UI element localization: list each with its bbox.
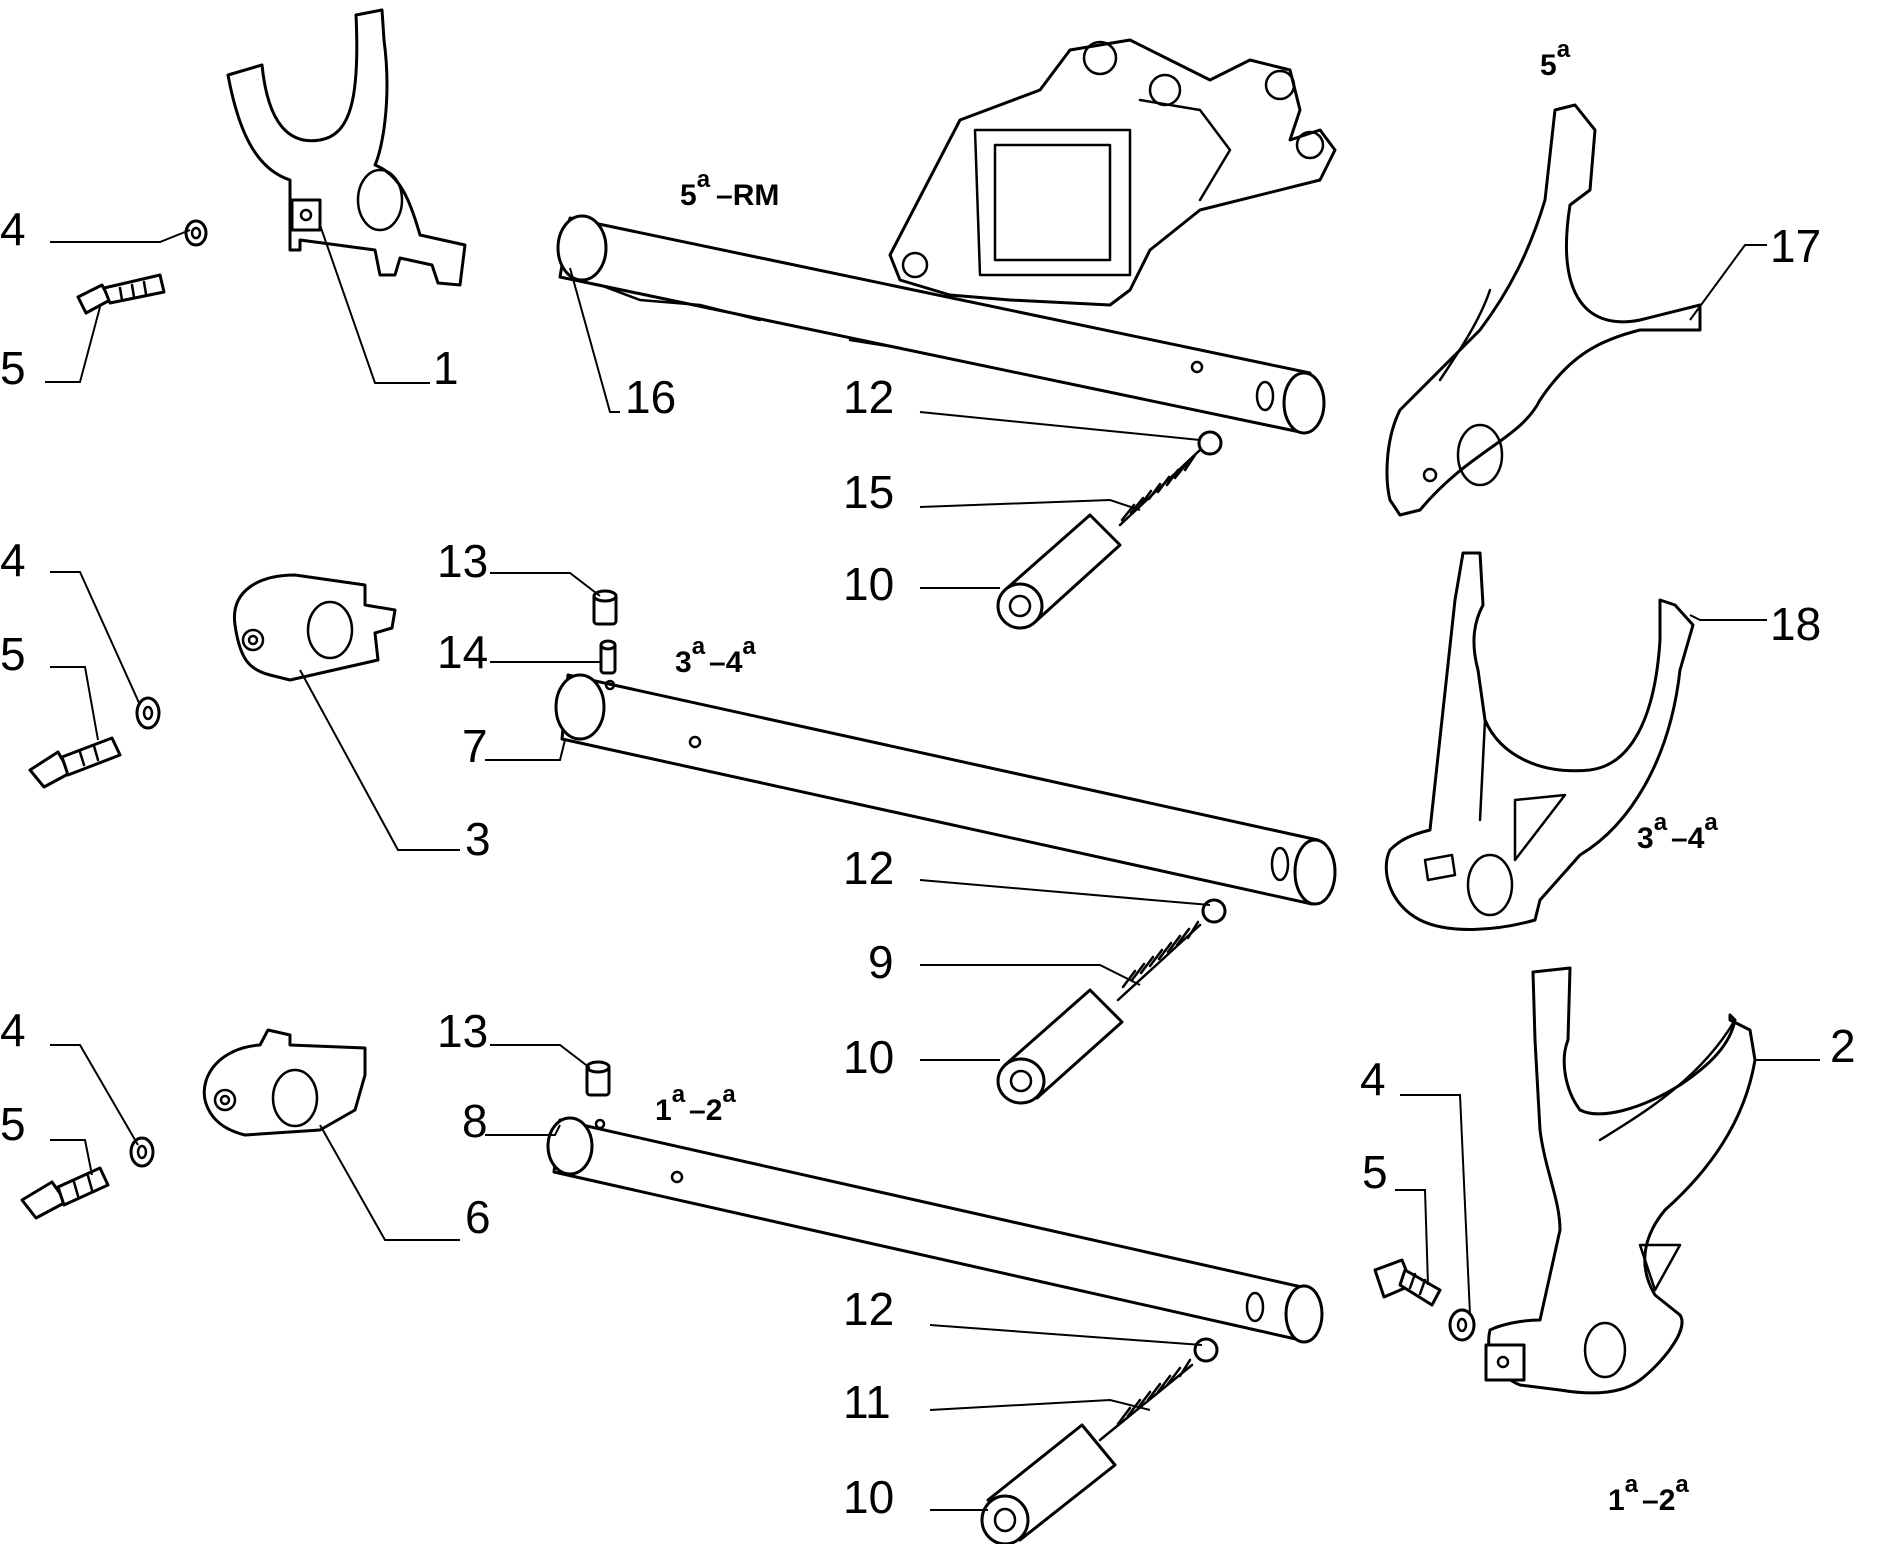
callout-5: 5 — [0, 628, 26, 680]
callout-2: 2 — [1830, 1020, 1856, 1072]
bolt-part-5-middle — [28, 736, 122, 789]
callout-13: 13 — [437, 1005, 488, 1057]
bolt-part-5-bottom-right — [1373, 1258, 1442, 1307]
gear-label-3-4-fork: 3a–4a — [1637, 809, 1718, 855]
plunger-part-10-bottom — [980, 1423, 1117, 1544]
pin-part-13-top — [592, 589, 618, 626]
callout-6: 6 — [465, 1191, 491, 1243]
gear-label-5-rm: 5a–RM — [680, 166, 779, 212]
pin-part-13-bottom — [585, 1060, 611, 1097]
callout-5: 5 — [0, 342, 26, 394]
gear-label-5: 5a — [1540, 36, 1571, 82]
gear-label-1-2-fork: 1a–2a — [1608, 1471, 1689, 1517]
callout-10: 10 — [843, 1471, 894, 1523]
callout-4: 4 — [0, 203, 26, 255]
callout-16: 16 — [625, 371, 676, 423]
callout-8: 8 — [462, 1095, 488, 1147]
callout-13: 13 — [437, 535, 488, 587]
gear-label-3-4-shaft: 3a–4a — [675, 633, 756, 679]
callout-11: 11 — [843, 1376, 891, 1428]
shift-fork-part-1 — [226, 8, 467, 287]
detent-ball-part-12-middle — [1201, 898, 1227, 924]
washer-part-4-top — [184, 219, 208, 247]
detent-ball-part-12-bottom — [1193, 1337, 1219, 1363]
pin-part-14 — [599, 639, 617, 675]
shift-block-part-3 — [232, 573, 397, 682]
selector-rod-part-8 — [546, 1116, 1324, 1344]
callout-18: 18 — [1770, 598, 1821, 650]
callout-12: 12 — [843, 371, 894, 423]
selector-rod-part-16 — [556, 214, 1326, 435]
shift-fork-part-18 — [1384, 551, 1695, 931]
plunger-part-10-top — [996, 513, 1122, 630]
callout-14: 14 — [437, 626, 488, 678]
callout-10: 10 — [843, 1031, 894, 1083]
callout-3: 3 — [465, 813, 491, 865]
callout-15: 15 — [843, 466, 894, 518]
callout-4: 4 — [1360, 1053, 1386, 1105]
callout-17: 17 — [1770, 220, 1821, 272]
washer-part-4-bottom-right — [1448, 1308, 1476, 1342]
callout-5: 5 — [0, 1098, 26, 1150]
shift-fork-part-2 — [1484, 966, 1757, 1395]
leader-lines — [45, 224, 1820, 1511]
shift-fork-part-17 — [1385, 103, 1702, 517]
bolt-part-5-bottom-left — [20, 1166, 110, 1220]
selector-rod-part-7 — [554, 673, 1337, 906]
gear-label-1-2-shaft: 1a–2a — [655, 1081, 736, 1127]
callout-5: 5 — [1362, 1146, 1388, 1198]
spring-part-11 — [1098, 1358, 1194, 1442]
callout-12: 12 — [843, 842, 894, 894]
shift-block-part-6 — [202, 1028, 367, 1137]
callout-12: 12 — [843, 1283, 894, 1335]
callout-9: 9 — [868, 936, 894, 988]
washer-part-4-bottom-left — [129, 1136, 155, 1168]
washer-part-4-middle — [135, 696, 161, 730]
callout-4: 4 — [0, 534, 26, 586]
callout-1: 1 — [433, 342, 459, 394]
callout-numbers: 4 5 1 16 12 15 10 17 4 5 3 13 14 7 12 9 … — [0, 203, 1856, 1523]
selector-housing — [888, 38, 1337, 307]
callout-4: 4 — [0, 1004, 26, 1056]
spring-part-15 — [1118, 448, 1202, 527]
bolt-part-5-top — [76, 273, 166, 315]
spring-part-9 — [1116, 920, 1202, 1002]
detent-ball-part-12-top — [1197, 430, 1223, 456]
plunger-part-10-middle — [996, 988, 1124, 1105]
gear-labels: 5a–RM 5a 3a–4a 3a–4a 1a–2a 1a–2a — [655, 36, 1718, 1517]
callout-10: 10 — [843, 558, 894, 610]
callout-7: 7 — [462, 720, 488, 772]
